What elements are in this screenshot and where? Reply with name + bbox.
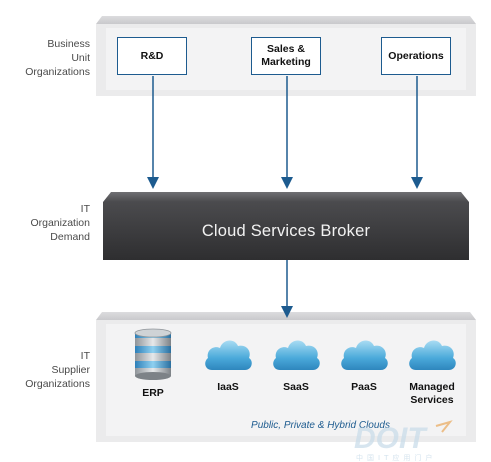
supplier-label-saas-text: SaaS xyxy=(283,381,309,393)
supplier-label-erp-text: ERP xyxy=(142,387,164,399)
business-unit-rd-label: R&D xyxy=(140,49,164,62)
business-unit-operations-label: Operations xyxy=(388,49,444,62)
business-unit-rd: R&D xyxy=(117,37,187,75)
supplier-label-saas: SaaS xyxy=(261,381,331,394)
it-demand-label-line: Organization xyxy=(30,217,90,229)
supplier-label-paas: PaaS xyxy=(329,381,399,394)
it-supplier-label: IT Supplier Organizations xyxy=(0,349,90,391)
broker-label: Cloud Services Broker xyxy=(201,221,371,240)
supplier-label-iaas-text: IaaS xyxy=(217,381,239,393)
cloud-icon-paas xyxy=(341,340,388,370)
business-unit-sales-label-line: Marketing xyxy=(261,56,311,68)
business-unit-label-line: Organizations xyxy=(25,66,90,78)
supplier-label-managed-services: Managed Services xyxy=(397,381,467,407)
supplier-label-managed-line: Managed xyxy=(409,381,455,393)
business-unit-label-line: Business xyxy=(47,38,90,50)
business-unit-sales-label-line: Sales & xyxy=(267,43,305,55)
svg-text:DOIT: DOIT xyxy=(354,422,428,455)
business-unit-label: Business Unit Organizations xyxy=(0,37,90,79)
it-demand-label: IT Organization Demand xyxy=(0,202,90,244)
supplier-label-paas-text: PaaS xyxy=(351,381,377,393)
it-supplier-label-line: Organizations xyxy=(25,378,90,390)
cloud-icon-iaas xyxy=(205,340,252,370)
it-supplier-label-line: Supplier xyxy=(51,364,90,376)
supplier-label-erp: ERP xyxy=(118,387,188,400)
it-demand-label-line: Demand xyxy=(50,231,90,243)
business-unit-sales-marketing: Sales & Marketing xyxy=(251,37,321,75)
supplier-label-iaas: IaaS xyxy=(193,381,263,394)
it-demand-label-line: IT xyxy=(80,203,90,215)
database-icon xyxy=(134,328,172,380)
supplier-label-managed-line: Services xyxy=(410,394,454,406)
broker-bar-shape xyxy=(103,192,469,260)
cloud-icon-saas xyxy=(273,340,320,370)
cloud-services-broker: Cloud Services Broker xyxy=(103,192,469,260)
clouds-footnote: Public, Private & Hybrid Clouds xyxy=(251,420,390,431)
doit-watermark-logo: DOIT 中国IT应用门户 xyxy=(354,420,453,462)
cloud-icon-managed-services xyxy=(409,340,456,370)
business-unit-label-line: Unit xyxy=(71,52,90,64)
business-unit-operations: Operations xyxy=(381,37,451,75)
it-supplier-label-line: IT xyxy=(80,350,90,362)
svg-text:中国IT应用门户: 中国IT应用门户 xyxy=(356,453,436,462)
